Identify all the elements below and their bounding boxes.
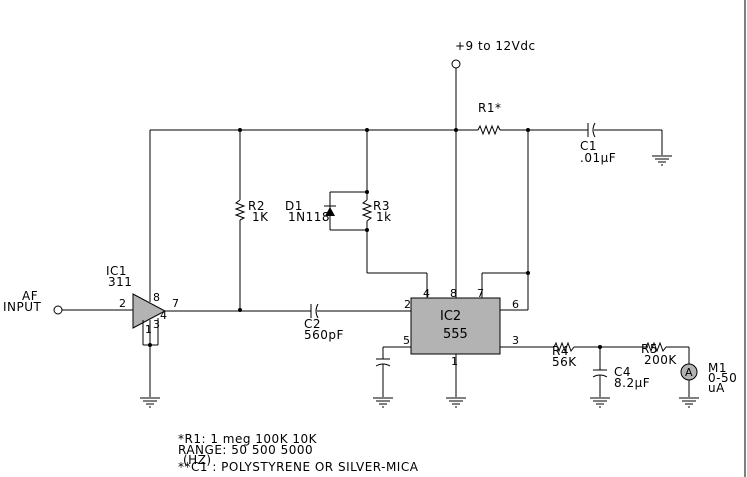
r2-value: 1K — [252, 210, 269, 224]
ic2-pin-2: 2 — [404, 298, 411, 311]
note-unit: (HZ) — [183, 453, 212, 467]
c1-value: .01µF — [580, 151, 616, 165]
ic2-pin-1: 1 — [451, 355, 458, 368]
ic1-pin-7: 7 — [172, 297, 179, 310]
d1-value: 1N118 — [288, 210, 330, 224]
m1-label: M1 — [708, 361, 727, 375]
af-input-terminal[interactable] — [53, 305, 133, 315]
supply-terminal — [451, 59, 461, 130]
r1-label: R1* — [478, 101, 501, 115]
ic2-timer: IC2 555 — [410, 297, 501, 355]
meter-m1: A — [680, 363, 698, 397]
ic2-pin-3: 3 — [512, 334, 519, 347]
input-label-af: AF — [22, 289, 38, 303]
ground-icon — [373, 397, 393, 408]
capacitor-c1 — [587, 122, 663, 155]
r3-label: R3 — [373, 199, 390, 213]
ground-icon — [652, 155, 672, 166]
capacitor-c4 — [592, 347, 608, 397]
ic1-pin-1: 1 — [145, 323, 152, 336]
ic2-ref: IC2 — [440, 309, 461, 324]
ic1-comparator — [132, 130, 240, 397]
r5-label: R5 — [641, 342, 658, 356]
resistor-r3 — [361, 199, 428, 298]
supply-label: +9 to 12Vdc — [455, 39, 536, 53]
ic2-part: 555 — [443, 327, 468, 342]
meter-symbol: A — [685, 366, 693, 379]
d1-label: D1 — [285, 199, 303, 213]
c4-label: C4 — [614, 365, 631, 379]
r2-label: R2 — [248, 199, 265, 213]
note-c1-type: **C1 : POLYSTYRENE OR SILVER-MICA — [178, 460, 419, 474]
m1-unit: uA — [708, 381, 725, 395]
r3-value: 1k — [376, 210, 392, 224]
r5-value: 200K — [644, 353, 677, 367]
diode-d1 — [324, 130, 369, 232]
ic1-pin-2: 2 — [119, 297, 126, 310]
ic2-pin-4: 4 — [423, 287, 430, 300]
ic1-part: 311 — [108, 275, 132, 289]
c4-value: 8.2µF — [614, 376, 650, 390]
ic1-pin-3: 3 — [153, 318, 160, 331]
ground-icon — [140, 397, 160, 408]
ic2-pin-6: 6 — [512, 298, 519, 311]
output-wire — [500, 341, 690, 364]
ic1-pin-4: 4 — [160, 309, 167, 322]
resistor-r1 — [477, 124, 501, 136]
ground-icon — [446, 397, 466, 408]
c1-label: C1 — [580, 139, 597, 153]
c2-value: 560pF — [304, 328, 344, 342]
note-range: RANGE: 50 500 5000 — [178, 443, 313, 457]
ground-icon — [590, 397, 610, 408]
ic2-pin-7: 7 — [477, 287, 484, 300]
ic1-ref: IC1 — [106, 264, 127, 278]
r4-value: 56K — [552, 355, 577, 369]
ic2-pin-8: 8 — [450, 287, 457, 300]
note-r1-values: *R1: 1 meg 100K 10K — [178, 432, 318, 446]
ic2-pin-5: 5 — [403, 334, 410, 347]
capacitor-c2 — [240, 303, 411, 319]
discharge-threshold-wires — [455, 130, 530, 311]
ic1-pin-8: 8 — [153, 291, 160, 304]
c2-label: C2 — [304, 317, 321, 331]
top-rail — [150, 128, 662, 132]
ground-icon — [679, 397, 699, 408]
r4-label: R4 — [552, 344, 569, 358]
capacitor-pin5 — [375, 346, 411, 397]
m1-value: 0-50 — [708, 371, 737, 385]
resistor-r2 — [234, 130, 246, 312]
input-label-input: INPUT — [3, 300, 42, 314]
